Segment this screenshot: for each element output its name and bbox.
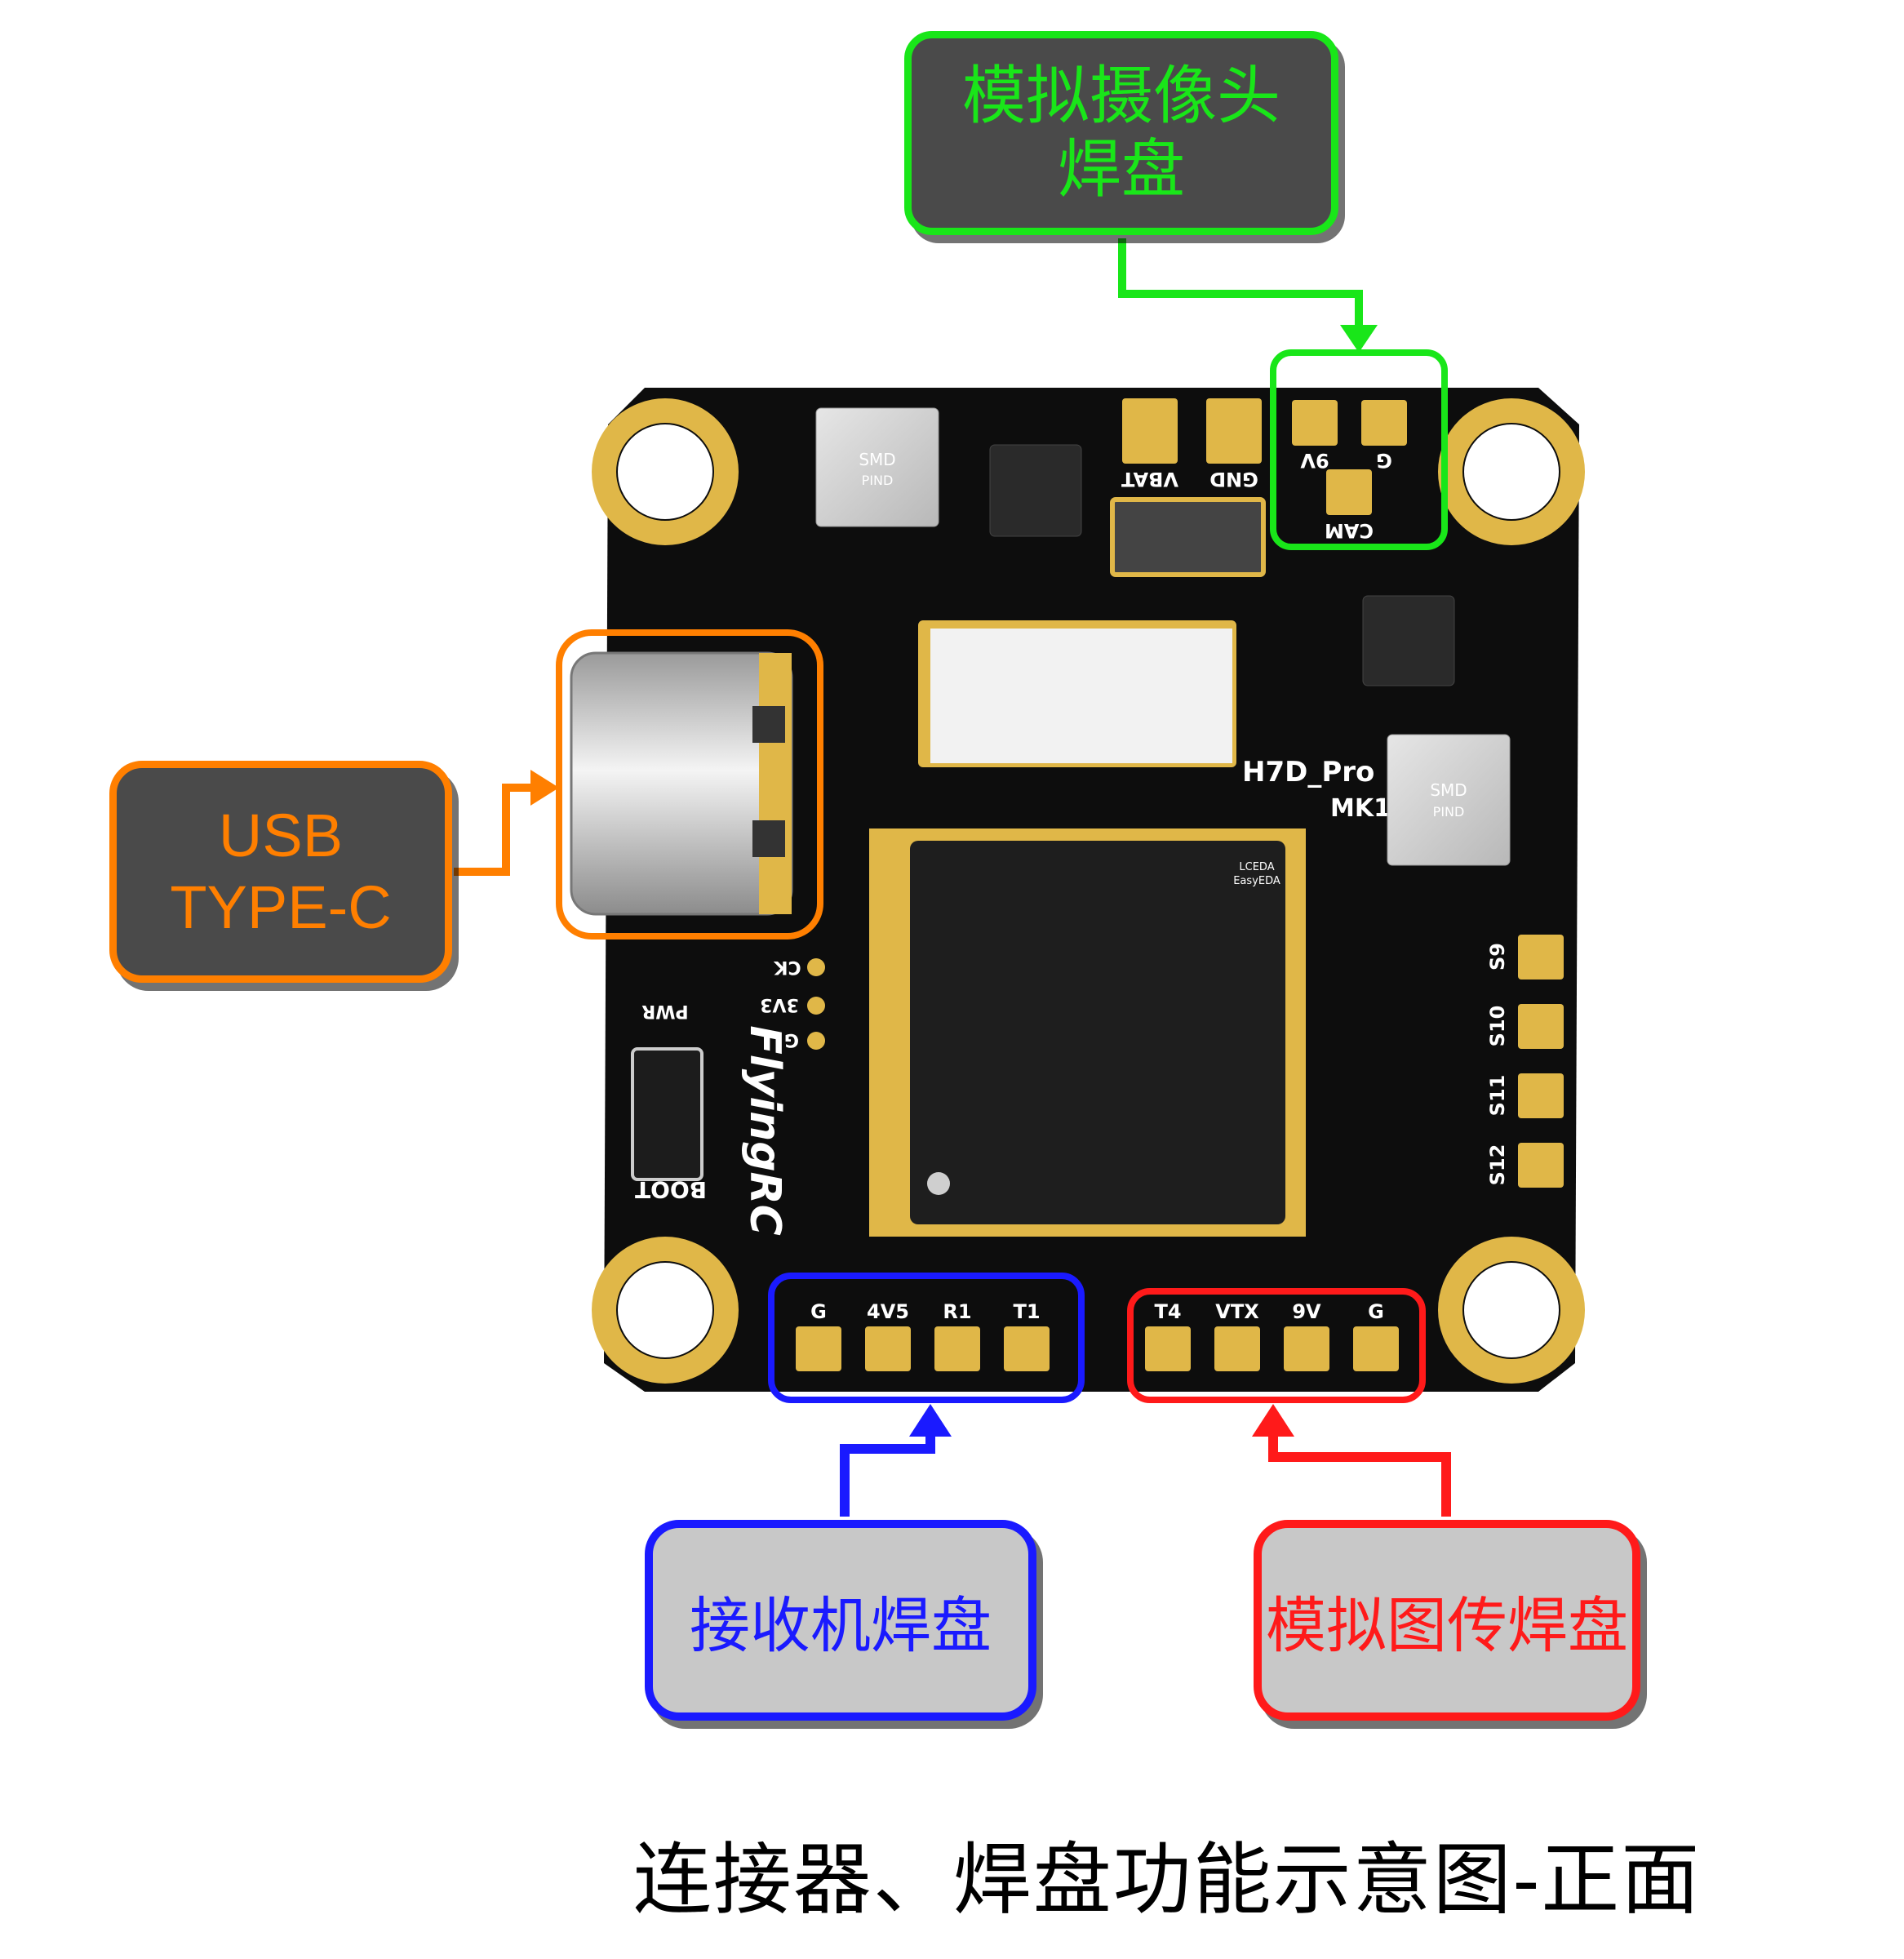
vtx-pads: T4 VTX 9V G (1145, 1300, 1399, 1371)
svg-text:S11: S11 (1486, 1075, 1509, 1117)
power-inductor-top: SMD PIND (815, 407, 939, 527)
receiver-pads-highlight (768, 1273, 1085, 1403)
svg-text:CAM: CAM (1325, 519, 1374, 542)
s12-pad (1518, 1143, 1564, 1188)
svg-text:EasyEDA: EasyEDA (1233, 875, 1280, 887)
analog-vtx-pads-callout: 模拟图传焊盘 (1254, 1520, 1640, 1721)
s9-pad (1518, 935, 1564, 980)
regulator-chip (989, 444, 1082, 537)
receiver-callout-label: 接收机焊盘 (690, 1590, 992, 1661)
svg-text:PIND: PIND (1433, 804, 1465, 820)
svg-text:S10: S10 (1486, 1006, 1509, 1047)
vbat-pad (1122, 398, 1178, 464)
vtx-t4-pad (1145, 1326, 1191, 1371)
receiver-pads: G 4V5 R1 T1 (796, 1300, 1050, 1371)
svg-text:G: G (810, 1300, 827, 1323)
vtx-callout-label: 模拟图传焊盘 (1266, 1590, 1628, 1661)
gyro-chip (1362, 595, 1455, 686)
svg-text:SMD: SMD (859, 450, 895, 469)
mounting-holes (592, 398, 1585, 1384)
vtx-pads-highlight (1127, 1288, 1426, 1403)
svg-text:CK: CK (773, 957, 801, 977)
svg-text:R1: R1 (943, 1300, 971, 1323)
svg-text:SMD: SMD (1430, 780, 1467, 800)
analog-camera-callout-line1: 模拟摄像头 (961, 60, 1280, 133)
cam-9v-pad (1292, 400, 1338, 446)
svg-text:VBAT: VBAT (1121, 468, 1178, 491)
svg-text:3V3: 3V3 (760, 994, 799, 1015)
servo-pads: S9 S10 S11 S12 (1486, 935, 1564, 1188)
analog-camera-callout-line2: 焊盘 (1057, 133, 1185, 207)
svg-text:9V: 9V (1292, 1300, 1321, 1323)
svg-text:GND: GND (1209, 468, 1258, 491)
vtx-g-pad (1353, 1326, 1399, 1371)
usb-type-c-callout: USB TYPE-C (109, 761, 452, 983)
svg-text:G: G (784, 1029, 799, 1050)
usb-callout-line1: USB (218, 802, 344, 869)
receiver-pads-callout: 接收机焊盘 (645, 1520, 1036, 1721)
rx-r1-pad (934, 1326, 980, 1371)
analog-camera-pads-callout: 模拟摄像头 焊盘 (904, 31, 1338, 235)
svg-text:PIND: PIND (862, 473, 894, 488)
protection-diode (1110, 497, 1266, 577)
svg-text:VTX: VTX (1215, 1300, 1259, 1323)
svg-text:PWR: PWR (641, 1001, 688, 1021)
usb-callout-line2: TYPE-C (170, 873, 392, 941)
svg-text:S9: S9 (1486, 943, 1509, 971)
s11-pad (1518, 1073, 1564, 1118)
mcu-chip: LCEDA EasyEDA (869, 828, 1306, 1237)
rx-g-pad (796, 1326, 841, 1371)
svg-text:G: G (1376, 449, 1392, 472)
svg-text:9V: 9V (1300, 449, 1329, 472)
rx-t1-pad (1004, 1326, 1050, 1371)
svg-text:T1: T1 (1013, 1300, 1040, 1323)
receiver-pointer-arrow (840, 1428, 935, 1517)
svg-text:G: G (1368, 1300, 1384, 1323)
cam-signal-pad (1326, 469, 1372, 515)
usb-c-port: STM32F4-USB (480, 651, 793, 916)
vtx-pointer-arrow (1268, 1428, 1451, 1517)
power-pads: VBAT GND (1121, 398, 1262, 491)
camera-pads: 9V G CAM (1292, 400, 1407, 542)
vtx-9v-pad (1284, 1326, 1329, 1371)
board-model-text: H7D_Pro (1242, 756, 1374, 788)
svg-text:S12: S12 (1486, 1144, 1509, 1186)
svg-text:T4: T4 (1154, 1300, 1181, 1323)
usb-highlight (556, 629, 823, 940)
board-revision-text: MK1 (1330, 794, 1391, 823)
power-inductor-right: SMD PIND (1387, 734, 1511, 866)
s10-pad (1518, 1004, 1564, 1049)
gnd-pad (1206, 398, 1262, 464)
camera-pointer-arrow (1118, 238, 1363, 335)
cam-g-pad (1361, 400, 1407, 446)
usb-pointer-arrow (454, 784, 537, 876)
svg-text:LCEDA: LCEDA (1239, 861, 1274, 873)
boot-button (631, 1047, 703, 1181)
brand-logo: FlyingRC (740, 1025, 789, 1236)
rx-4v5-pad (865, 1326, 911, 1371)
figure-caption: 连接器、焊盘功能示意图-正面 (632, 1834, 1702, 1926)
vtx-signal-pad (1214, 1326, 1260, 1371)
svg-text:4V5: 4V5 (867, 1300, 909, 1323)
